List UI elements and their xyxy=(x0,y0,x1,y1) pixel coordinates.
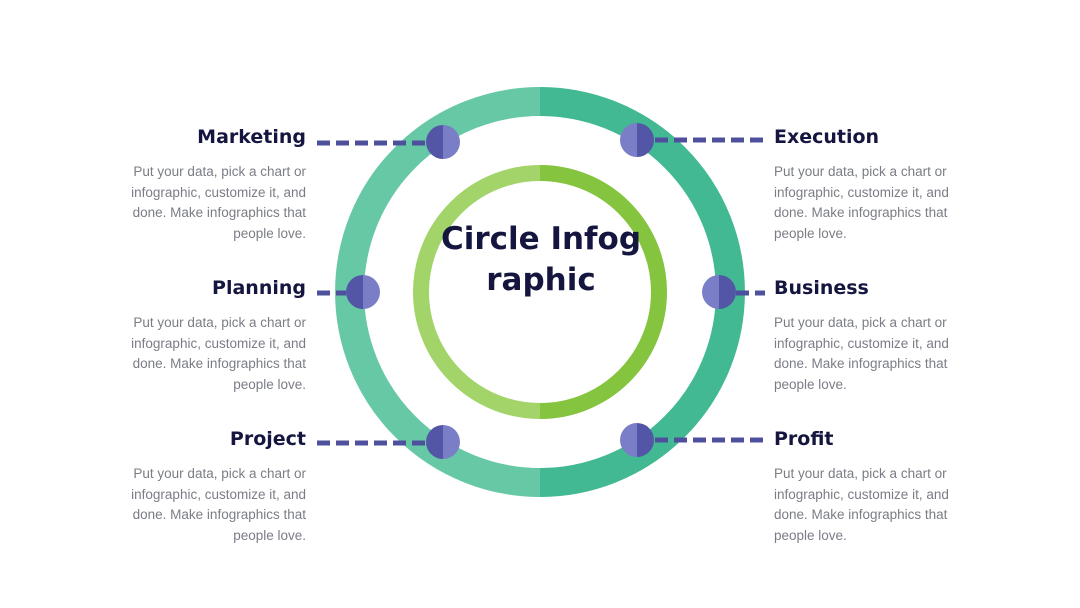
item-desc-planning: Put your data, pick a chart or infograph… xyxy=(131,315,306,392)
center-title: Circle Infographic xyxy=(440,221,642,298)
node-profit xyxy=(620,423,654,457)
node-marketing xyxy=(426,125,460,159)
item-desc-execution: Put your data, pick a chart or infograph… xyxy=(774,164,949,241)
item-desc-profit: Put your data, pick a chart or infograph… xyxy=(774,466,949,543)
item-desc-project: Put your data, pick a chart or infograph… xyxy=(131,466,306,543)
item-title-business: Business xyxy=(774,277,869,299)
item-title-marketing: Marketing xyxy=(197,126,306,148)
item-title-execution: Execution xyxy=(774,126,880,148)
inner-ring-left xyxy=(413,165,541,419)
item-desc-business: Put your data, pick a chart or infograph… xyxy=(774,315,949,392)
item-title-project: Project xyxy=(229,428,306,450)
item-title-profit: Profit xyxy=(774,428,834,450)
node-execution xyxy=(620,123,654,157)
inner-ring-right xyxy=(539,165,667,419)
item-title-planning: Planning xyxy=(212,277,306,299)
node-business xyxy=(702,275,736,309)
item-desc-marketing: Put your data, pick a chart or infograph… xyxy=(131,164,306,241)
node-project xyxy=(426,425,460,459)
node-planning xyxy=(346,275,380,309)
